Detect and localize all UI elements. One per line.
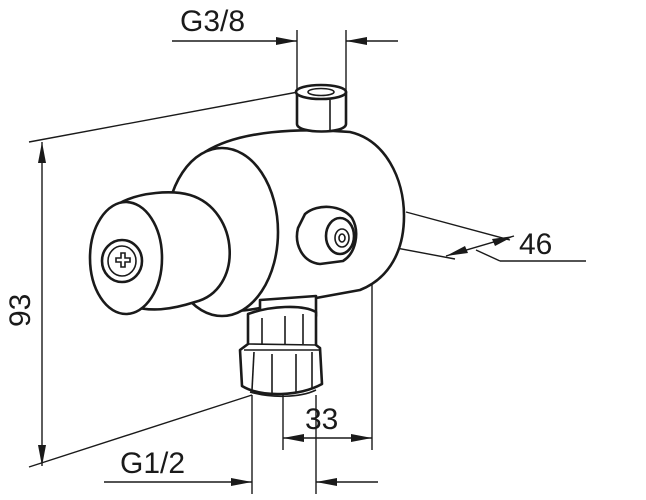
- dimension-33: 33: [282, 280, 373, 450]
- screw-slot-icon: [115, 252, 131, 268]
- dimension-g38: G3/8: [172, 5, 398, 92]
- label-33: 33: [305, 403, 338, 436]
- label-g38: G3/8: [180, 5, 245, 38]
- top-inlet-opening: [294, 83, 348, 101]
- valve-body: [88, 83, 406, 398]
- dimension-93: 93: [4, 91, 299, 468]
- label-93: 93: [4, 294, 37, 327]
- label-46: 46: [519, 228, 552, 261]
- label-g12: G1/2: [120, 447, 185, 480]
- dimension-g12: G1/2: [104, 395, 378, 494]
- top-inlet: [295, 90, 348, 133]
